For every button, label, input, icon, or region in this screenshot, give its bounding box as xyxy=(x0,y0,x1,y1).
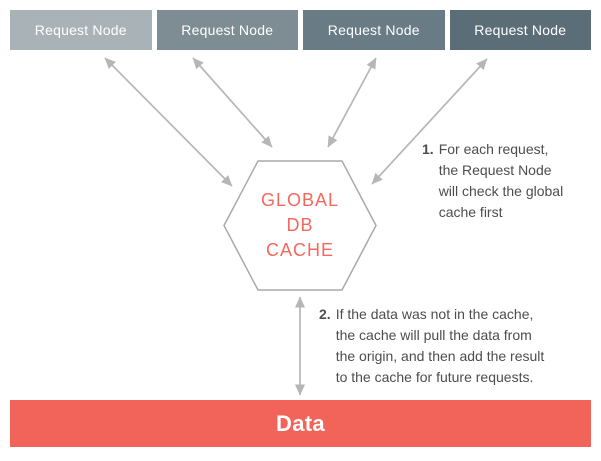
request-node-box: Request Node xyxy=(156,10,298,50)
cache-hexagon-shape xyxy=(223,160,377,291)
request-node-box: Request Node xyxy=(303,10,445,50)
annotation-number: 2. xyxy=(319,306,331,322)
cache-hexagon-label: GLOBAL DB CACHE xyxy=(224,160,376,290)
request-node-box: Request Node xyxy=(10,10,152,50)
arrow-node4-cache xyxy=(371,58,488,185)
annotation-number: 1. xyxy=(422,141,434,157)
annotation-step-2: 2. If the data was not in the cache, the… xyxy=(319,304,544,388)
cache-label-line: GLOBAL xyxy=(260,189,340,210)
arrow-node3-cache xyxy=(327,57,377,148)
request-node-label: Request Node xyxy=(34,22,127,38)
request-node-label: Request Node xyxy=(181,22,274,38)
request-node-label: Request Node xyxy=(474,22,567,38)
annotation-step-1: 1. For each request, the Request Node wi… xyxy=(422,139,563,223)
cache-label-line: CACHE xyxy=(265,239,334,260)
request-node-label: Request Node xyxy=(327,22,420,38)
arrow-node1-cache xyxy=(104,57,233,187)
annotation-text: For each request, the Request Node will … xyxy=(438,141,564,220)
cache-label-line: DB xyxy=(286,214,314,235)
request-node-row: Request Node Request Node Request Node R… xyxy=(10,10,591,50)
annotation-text: If the data was not in the cache, the ca… xyxy=(335,306,545,385)
data-bar-label: Data xyxy=(276,410,325,436)
data-bar: Data xyxy=(10,400,591,447)
request-node-box: Request Node xyxy=(449,10,591,50)
arrow-node2-cache xyxy=(192,57,273,148)
